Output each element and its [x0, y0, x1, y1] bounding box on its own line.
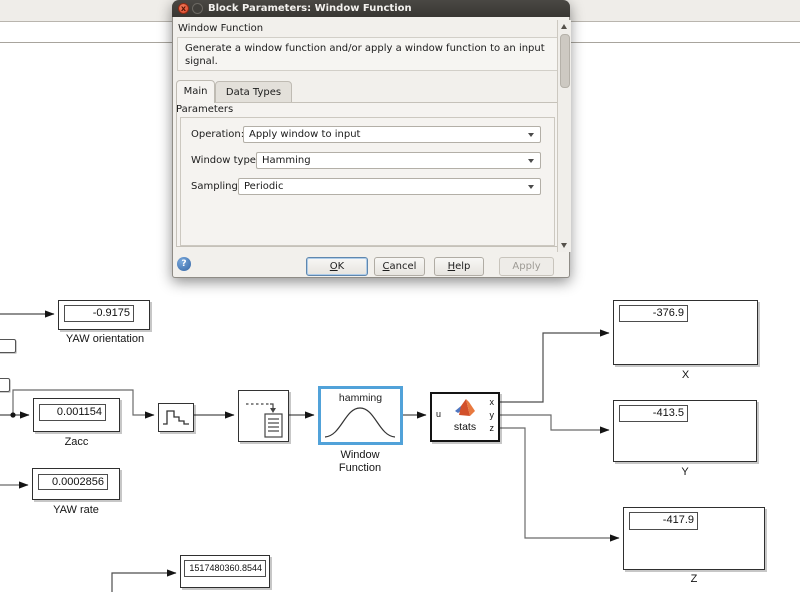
close-icon[interactable]: x: [178, 3, 189, 14]
window-type-value: Hamming: [262, 155, 311, 166]
display-value: -376.9: [619, 305, 688, 322]
chevron-down-icon: [528, 159, 534, 163]
cancel-rest: ancel: [389, 261, 417, 272]
ok-mnemonic: O: [329, 261, 338, 272]
apply-button: Apply: [499, 257, 554, 276]
block-label-yaw-orientation: YAW orientation: [65, 333, 145, 345]
dialog-heading: Window Function: [178, 23, 264, 34]
help-button[interactable]: Help: [434, 257, 484, 276]
help-rest: elp: [455, 261, 471, 272]
display-block-z[interactable]: -417.9: [623, 507, 765, 570]
block-label-zacc: Zacc: [64, 436, 89, 448]
ok-rest: K: [337, 261, 345, 272]
minimize-icon[interactable]: [192, 3, 203, 14]
scroll-up-icon[interactable]: [561, 24, 567, 29]
display-block-x[interactable]: -376.9: [613, 300, 758, 365]
matlab-logo-icon: [455, 399, 475, 416]
label-line-1: Window: [340, 449, 380, 461]
block-label-z: Z: [690, 573, 698, 585]
window-type-dropdown[interactable]: Hamming: [256, 152, 541, 169]
display-value: -413.5: [619, 405, 688, 422]
output-port-x: x: [489, 397, 495, 407]
scrollbar-thumb[interactable]: [560, 34, 570, 88]
display-value: -417.9: [629, 512, 698, 530]
input-port-u: u: [436, 409, 442, 419]
label-line-2: Function: [338, 462, 382, 474]
cancel-button[interactable]: Cancel: [374, 257, 425, 276]
sampling-dropdown[interactable]: Periodic: [238, 178, 541, 195]
block-parameters-dialog: x Block Parameters: Window Function Wind…: [172, 0, 571, 278]
display-value: 0.001154: [39, 404, 106, 421]
bell-curve-icon: [324, 407, 396, 438]
parameters-group-label: Parameters: [176, 104, 234, 115]
dialog-scrollbar[interactable]: [557, 20, 571, 252]
display-block-yaw-orientation[interactable]: -0.9175: [58, 300, 150, 330]
buffer-icon: [246, 403, 283, 438]
window-function-block[interactable]: hamming: [318, 386, 403, 445]
cancel-mnemonic: C: [382, 261, 390, 272]
tab-data-types[interactable]: Data Types: [215, 81, 292, 103]
block-label-window-function: Window Function: [310, 449, 410, 475]
operation-dropdown[interactable]: Apply window to input: [243, 126, 541, 143]
window-type-label: Window type:: [191, 155, 260, 166]
goto-tag-partial-1[interactable]: [0, 339, 16, 353]
operation-label: Operation:: [191, 129, 245, 140]
window-function-icon-text: hamming: [338, 392, 383, 404]
chevron-down-icon: [528, 133, 534, 137]
output-port-z: z: [489, 423, 495, 433]
display-value: 0.0002856: [38, 474, 108, 490]
sampling-label: Sampling:: [191, 181, 242, 192]
stats-block[interactable]: u x y z stats: [430, 392, 500, 442]
display-block-zacc[interactable]: 0.001154: [33, 398, 120, 432]
scroll-down-icon[interactable]: [561, 243, 567, 248]
output-port-y: y: [489, 410, 495, 420]
display-block-yaw-rate[interactable]: 0.0002856: [32, 468, 120, 500]
parameters-frame: [180, 117, 555, 246]
help-mnemonic: H: [447, 261, 456, 272]
goto-tag-partial-2[interactable]: [0, 378, 10, 392]
block-label-yaw-rate: YAW rate: [53, 504, 99, 516]
block-label-x: X: [681, 369, 690, 381]
block-label-y: Y: [681, 466, 689, 478]
zero-order-hold-block[interactable]: [158, 403, 194, 432]
sampling-value: Periodic: [244, 181, 284, 192]
tab-main[interactable]: Main: [176, 80, 215, 103]
display-value: 1517480360.8544: [184, 560, 266, 577]
ok-button[interactable]: OK: [306, 257, 368, 276]
display-block-y[interactable]: -413.5: [613, 400, 757, 462]
display-value: -0.9175: [64, 305, 134, 322]
block-description: Generate a window function and/or apply …: [177, 37, 559, 71]
operation-value: Apply window to input: [249, 129, 361, 140]
staircase-icon: [163, 410, 189, 425]
dialog-titlebar[interactable]: x Block Parameters: Window Function: [172, 0, 570, 17]
stats-block-label: stats: [453, 421, 477, 433]
chevron-down-icon: [528, 185, 534, 189]
buffer-block[interactable]: [238, 390, 289, 442]
help-icon[interactable]: ?: [177, 257, 191, 271]
dialog-title: Block Parameters: Window Function: [208, 3, 412, 14]
display-block-timestamp[interactable]: 1517480360.8544: [180, 555, 270, 588]
apply-label: Apply: [512, 261, 541, 272]
